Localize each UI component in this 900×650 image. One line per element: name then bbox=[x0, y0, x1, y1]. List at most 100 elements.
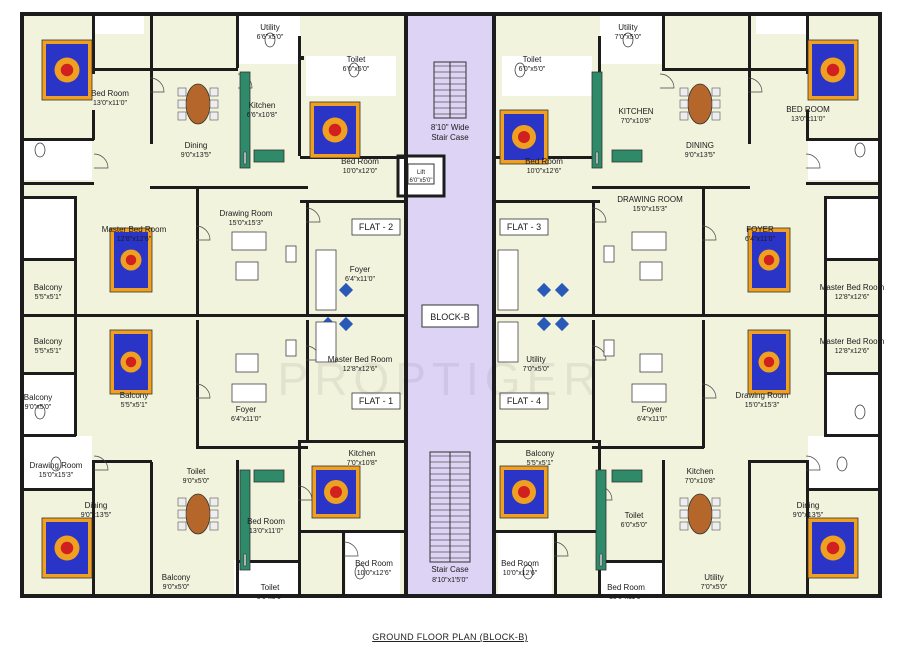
room-name: Balcony bbox=[162, 573, 190, 582]
sofa bbox=[603, 339, 615, 357]
wall bbox=[150, 462, 153, 596]
wall bbox=[494, 530, 600, 533]
wc-fixture bbox=[264, 32, 276, 48]
sofa bbox=[231, 231, 267, 251]
wet-area bbox=[808, 140, 880, 180]
wall bbox=[824, 372, 880, 375]
dining-chair bbox=[177, 497, 187, 507]
bed-pattern-center bbox=[763, 356, 775, 368]
dining-table bbox=[185, 83, 211, 125]
kitchen-counter bbox=[591, 71, 603, 169]
room-labels: Bed Room13'0"x11'0"Dining9'0"x13'5"Utili… bbox=[24, 23, 885, 601]
bed-pattern-center bbox=[125, 254, 137, 266]
wall bbox=[748, 462, 751, 598]
kitchen-counter bbox=[239, 71, 251, 169]
wall bbox=[592, 320, 595, 440]
room-name: Bed Room bbox=[247, 517, 285, 526]
room-name: Bed Room bbox=[607, 583, 645, 592]
wc-fixture bbox=[514, 62, 526, 78]
wall bbox=[24, 434, 76, 437]
kitchen-sink bbox=[599, 553, 603, 567]
plan-title-text: GROUND FLOOR PLAN (BLOCK-B) bbox=[372, 632, 528, 642]
furniture bbox=[34, 32, 866, 580]
room-dimension: 10'0"x12'6" bbox=[357, 570, 392, 577]
kitchen-sink bbox=[595, 151, 599, 165]
room-name: Kitchen bbox=[349, 449, 376, 458]
wet-area bbox=[826, 196, 878, 258]
wet-area bbox=[502, 56, 592, 96]
wall bbox=[150, 186, 198, 189]
sofa bbox=[315, 249, 337, 311]
room-dimension: 6'0"x5'0" bbox=[519, 66, 546, 73]
sofa bbox=[231, 383, 267, 403]
wall bbox=[404, 14, 408, 596]
wall bbox=[662, 68, 808, 71]
room-name: Dining bbox=[185, 141, 208, 150]
wall bbox=[298, 36, 301, 156]
kitchen-counter bbox=[595, 469, 607, 571]
wall bbox=[702, 186, 750, 189]
stair-top-sub: Stair Case bbox=[431, 133, 469, 142]
room-name: Utility bbox=[260, 23, 280, 32]
kitchen-counter bbox=[253, 149, 285, 163]
wall bbox=[150, 14, 153, 144]
room-name: Drawing Room bbox=[736, 391, 789, 400]
room-dimension: 6'0"x5'0" bbox=[343, 66, 370, 73]
room-dimension: 6'4"x11'0" bbox=[231, 416, 262, 423]
dining-chair bbox=[711, 497, 721, 507]
bed-pattern-center bbox=[328, 123, 342, 137]
room-name: Master Bed Room bbox=[102, 225, 167, 234]
dining-chair bbox=[209, 521, 219, 531]
dining-chair bbox=[177, 509, 187, 519]
dining-chair bbox=[177, 99, 187, 109]
sofa bbox=[639, 261, 663, 281]
room-dimension: 6'0"x5'0" bbox=[621, 522, 648, 529]
dining-chair bbox=[711, 521, 721, 531]
wall bbox=[496, 314, 878, 317]
room-dimension: 7'0"x10'8" bbox=[621, 118, 652, 125]
room-name: Kitchen bbox=[687, 467, 714, 476]
bed-pattern-center bbox=[60, 63, 74, 77]
wet-area bbox=[22, 140, 92, 180]
sofa bbox=[285, 339, 297, 357]
dining-chair bbox=[177, 87, 187, 97]
room-dimension: 7'0"x10'8" bbox=[685, 478, 716, 485]
dining-chair bbox=[679, 87, 689, 97]
wall bbox=[24, 258, 76, 261]
dining-chair bbox=[209, 99, 219, 109]
wall bbox=[300, 440, 406, 443]
room-name: Toilet bbox=[625, 511, 644, 520]
room-dimension: 5'5"x5'1" bbox=[35, 294, 62, 301]
room-name: Bed Room bbox=[91, 89, 129, 98]
wall bbox=[806, 14, 809, 74]
room-dimension: 13'0"x11'0" bbox=[609, 594, 643, 601]
room-dimension: 12'8"x12'6" bbox=[835, 294, 870, 301]
kitchen-counter bbox=[239, 469, 251, 571]
foyer-seat bbox=[536, 316, 552, 332]
door-swing bbox=[93, 153, 109, 169]
kitchen-sink bbox=[243, 553, 247, 567]
bed-pattern-center bbox=[518, 131, 530, 143]
wall bbox=[600, 560, 664, 563]
room-name: Toilet bbox=[187, 467, 206, 476]
dining-chair bbox=[679, 111, 689, 121]
dining-chair bbox=[209, 497, 219, 507]
dining-chair bbox=[711, 99, 721, 109]
door-swing bbox=[305, 207, 321, 223]
door-swing bbox=[805, 153, 821, 169]
room-dimension: 10'0"x12'6" bbox=[503, 570, 538, 577]
room-name: Master Bed Room bbox=[328, 355, 393, 364]
room-dimension: 5'5"x5'1" bbox=[35, 348, 62, 355]
wall bbox=[20, 594, 882, 598]
wall bbox=[806, 182, 880, 185]
room-name: Utility bbox=[618, 23, 638, 32]
room-dimension: 6'6"x5'0" bbox=[257, 34, 284, 41]
wall bbox=[306, 320, 309, 440]
wall bbox=[196, 446, 308, 449]
wall bbox=[554, 530, 557, 596]
wall bbox=[236, 14, 239, 68]
wall bbox=[236, 560, 300, 563]
wc-fixture bbox=[854, 404, 866, 420]
room-name: FOYER bbox=[746, 225, 774, 234]
